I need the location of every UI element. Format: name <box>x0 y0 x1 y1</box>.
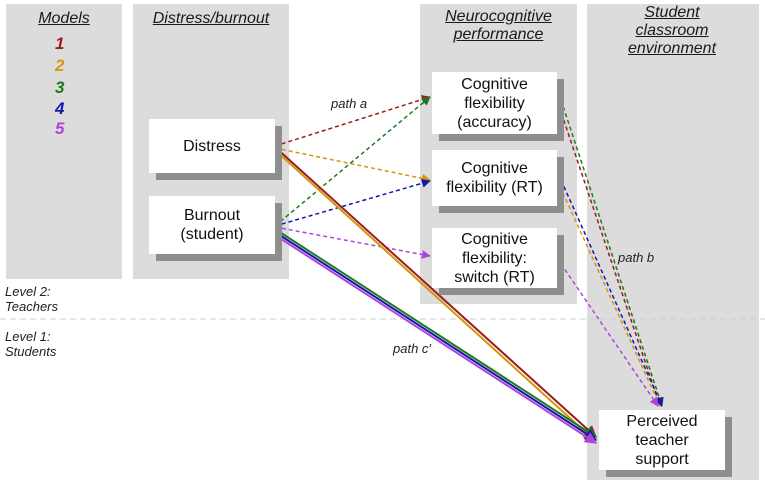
perceived-teacher-support-label: Perceived teacher support <box>626 412 698 468</box>
distress-node: Distress <box>149 119 275 173</box>
path-a-burnout-accuracy <box>274 96 431 227</box>
path-c-distress-2 <box>274 149 595 441</box>
path-c-burnout-5 <box>274 234 598 444</box>
student-environment-title: Student classroom environment <box>627 4 717 57</box>
level-2-label: Level 2: Teachers <box>5 284 58 314</box>
path-b-rt-2 <box>556 179 661 407</box>
path-a-distress-rt <box>274 147 431 183</box>
models-title: Models <box>38 10 90 27</box>
distress-burnout-title: Distress/burnout <box>152 10 270 27</box>
path-c-burnout-4 <box>274 231 598 441</box>
distress-node-label: Distress <box>183 137 241 155</box>
model-2-label: 2 <box>55 56 65 75</box>
path-c-label: path c' <box>393 341 431 356</box>
cognitive-flexibility-rt-label: Cognitive flexibility (RT) <box>446 160 543 196</box>
path-c-distress-1 <box>274 146 597 438</box>
path-b-switch-5 <box>556 257 659 407</box>
student-environment-column <box>587 4 759 480</box>
perceived-teacher-support-node: Perceived teacher support <box>599 410 725 470</box>
path-b-rt-4 <box>560 179 663 407</box>
path-c-burnout-3 <box>274 228 598 438</box>
cognitive-flexibility-switch-label: Cognitive flexibility: switch (RT) <box>454 230 535 286</box>
cognitive-flexibility-accuracy-node: Cognitive flexibility (accuracy) <box>432 72 557 134</box>
path-b-accuracy-3 <box>560 99 664 407</box>
model-3-label: 3 <box>55 78 65 97</box>
path-b-label: path b <box>618 250 655 265</box>
path-a-burnout-rt <box>274 178 431 227</box>
cognitive-flexibility-rt-node: Cognitive flexibility (RT) <box>432 150 557 206</box>
path-a-label: path a <box>331 96 368 111</box>
neurocognitive-title: Neurocognitive performance <box>445 8 552 43</box>
path-b-accuracy-1 <box>556 99 662 407</box>
model-5-label: 5 <box>55 119 65 138</box>
burnout-node: Burnout (student) <box>149 196 275 254</box>
models-column <box>6 4 122 279</box>
cognitive-flexibility-accuracy-label: Cognitive flexibility (accuracy) <box>457 75 532 131</box>
path-a-burnout-switch <box>274 226 431 259</box>
cognitive-flexibility-switch-node: Cognitive flexibility: switch (RT) <box>432 228 557 288</box>
model-1-label: 1 <box>55 34 65 53</box>
burnout-node-label: Burnout (student) <box>180 207 244 243</box>
model-4-label: 4 <box>55 99 65 118</box>
level-1-label: Level 1: Students <box>5 329 57 359</box>
path-a-distress-accuracy <box>274 95 431 147</box>
